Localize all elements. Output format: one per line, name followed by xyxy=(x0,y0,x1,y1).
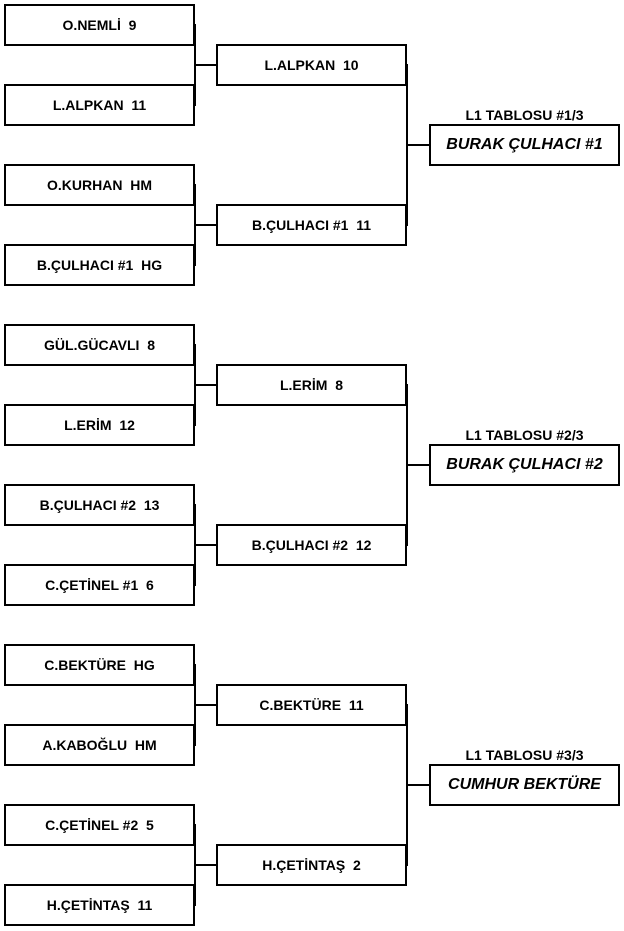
connector-line xyxy=(194,384,217,386)
connector-line xyxy=(194,224,217,226)
connector-line xyxy=(406,464,430,466)
round2-match-box: B.ÇULHACI #2 12 xyxy=(216,524,407,566)
round1-match-box: H.ÇETİNTAŞ 11 xyxy=(4,884,195,926)
connector-line xyxy=(194,704,217,706)
round1-match-box: GÜL.GÜCAVLI 8 xyxy=(4,324,195,366)
round2-match-box: L.ERİM 8 xyxy=(216,364,407,406)
round1-match-box: O.NEMLİ 9 xyxy=(4,4,195,46)
winner-box: CUMHUR BEKTÜRE xyxy=(429,764,620,806)
round1-match-box: C.ÇETİNEL #2 5 xyxy=(4,804,195,846)
round1-match-box: O.KURHAN HM xyxy=(4,164,195,206)
round1-match-box: L.ERİM 12 xyxy=(4,404,195,446)
round1-match-box: C.BEKTÜRE HG xyxy=(4,644,195,686)
winner-box: BURAK ÇULHACI #1 xyxy=(429,124,620,166)
table-label: L1 TABLOSU #1/3 xyxy=(465,107,584,123)
connector-line xyxy=(406,784,430,786)
connector-line xyxy=(406,144,430,146)
round1-match-box: B.ÇULHACI #1 HG xyxy=(4,244,195,286)
round1-match-box: L.ALPKAN 11 xyxy=(4,84,195,126)
winner-box: BURAK ÇULHACI #2 xyxy=(429,444,620,486)
connector-line xyxy=(194,544,217,546)
round1-match-box: C.ÇETİNEL #1 6 xyxy=(4,564,195,606)
round2-match-box: H.ÇETİNTAŞ 2 xyxy=(216,844,407,886)
connector-line xyxy=(194,864,217,866)
round1-match-box: B.ÇULHACI #2 13 xyxy=(4,484,195,526)
table-label: L1 TABLOSU #3/3 xyxy=(465,747,584,763)
round2-match-box: L.ALPKAN 10 xyxy=(216,44,407,86)
connector-line xyxy=(194,64,217,66)
round2-match-box: B.ÇULHACI #1 11 xyxy=(216,204,407,246)
round1-match-box: A.KABOĞLU HM xyxy=(4,724,195,766)
round2-match-box: C.BEKTÜRE 11 xyxy=(216,684,407,726)
table-label: L1 TABLOSU #2/3 xyxy=(465,427,584,443)
